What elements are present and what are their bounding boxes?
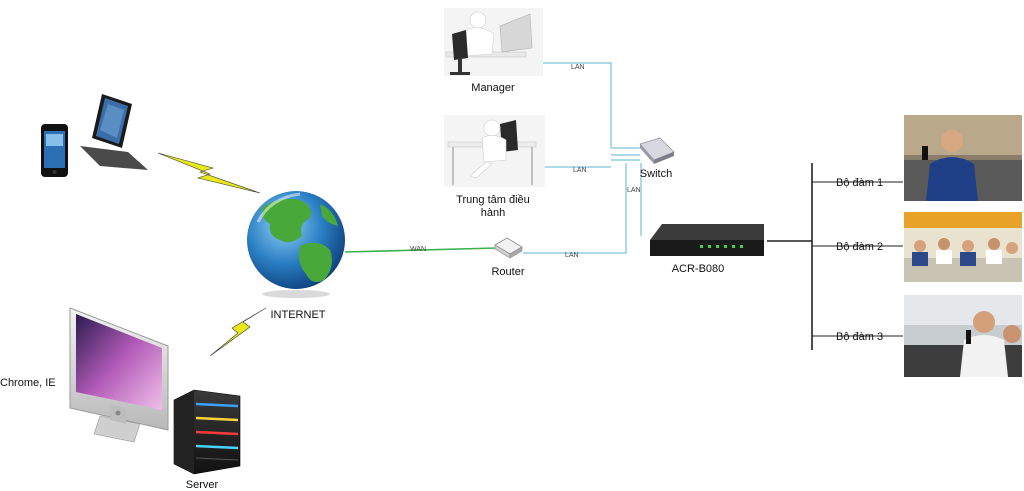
wan-line	[344, 247, 498, 253]
radio-operator-photo-icon	[904, 212, 1022, 282]
desktop-monitor-icon	[69, 307, 169, 443]
lan-line-switch-router	[523, 163, 627, 254]
wireless-link-top	[157, 152, 261, 194]
radio-1-label: Bộ đàm 1	[836, 177, 883, 189]
wan-label: WAN	[410, 246, 426, 253]
lan-label-manager: LAN	[571, 64, 585, 71]
manager-label: Manager	[471, 82, 515, 94]
globe-icon	[247, 191, 345, 298]
phone-tablet-icon	[41, 94, 148, 177]
radio-2-label: Bộ đàm 2	[836, 241, 883, 253]
radio-3-label: Bộ đàm 3	[836, 331, 883, 343]
wireless-link-bottom	[209, 307, 267, 357]
internet-label: INTERNET	[271, 309, 326, 321]
server-light-red	[195, 430, 239, 436]
dispatch-label-line1: Trung tâm điều	[456, 194, 530, 206]
server-light-cyan	[195, 444, 239, 450]
lan-label-dispatch: LAN	[573, 167, 587, 174]
radio-links	[767, 163, 903, 350]
server-tower-icon	[173, 389, 241, 475]
switch-label: Switch	[640, 168, 672, 180]
lan-label-switch: LAN	[627, 187, 641, 194]
client-label: Chrome, IE	[0, 377, 56, 389]
router-label: Router	[491, 266, 524, 278]
person-at-desk-icon	[444, 8, 543, 76]
person-on-phone-icon	[444, 115, 545, 187]
recorder-label: ACR-B080	[672, 263, 725, 275]
voice-recorder-device-icon	[650, 224, 764, 256]
router-icon	[494, 237, 523, 259]
server-light-yellow	[195, 416, 239, 422]
server-light-blue	[195, 402, 239, 408]
network-switch-icon	[639, 137, 675, 164]
lan-label-router: LAN	[565, 252, 579, 259]
radio-operator-photo-icon	[904, 115, 1022, 201]
radio-operator-photo-icon	[904, 295, 1022, 377]
lan-line-manager	[543, 62, 612, 148]
lan-links	[523, 62, 642, 254]
dispatch-label-line2: hành	[481, 207, 505, 219]
server-label: Server	[186, 479, 219, 491]
